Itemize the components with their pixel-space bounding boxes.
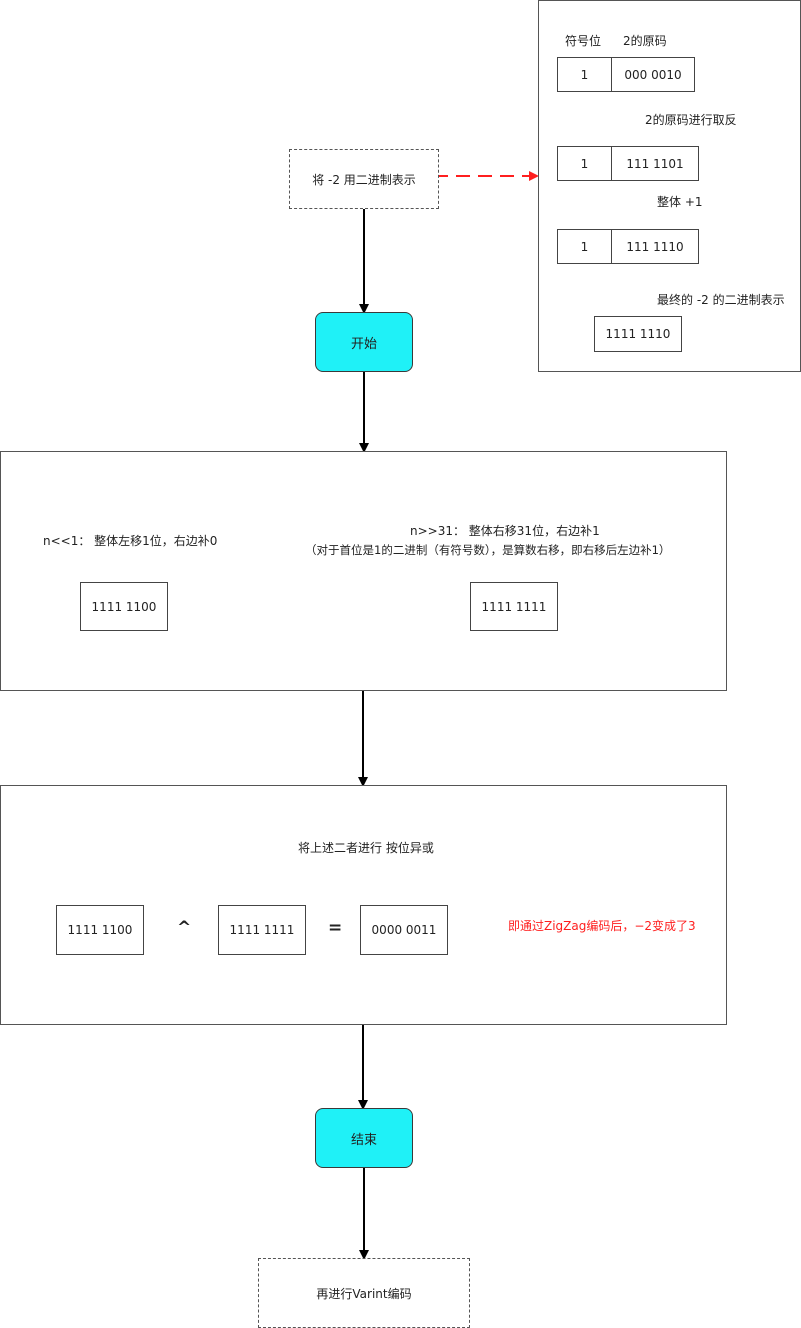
start-node-label: 将 -2 用二进制表示 <box>312 172 416 187</box>
xor-operand-a-cell: 1111 1100 <box>56 905 144 955</box>
zigzag-note: 即通过ZigZag编码后，−2变成了3 <box>508 919 696 933</box>
shift-panel <box>0 451 727 691</box>
xor-operand-b: 1111 1111 <box>229 923 295 937</box>
left-shift-caption: n<<1： 整体左移1位，右边补0 <box>43 534 218 548</box>
final-binary-value: 1111 1110 <box>605 327 671 341</box>
left-shift-value-cell: 1111 1100 <box>80 582 168 631</box>
row1-sign: 1 <box>580 67 589 82</box>
varint-node-label: 再进行Varint编码 <box>316 1286 412 1301</box>
xor-result-cell: 0000 0011 <box>360 905 448 955</box>
right-shift-caption-line2: （对于首位是1的二进制（有符号数），是算数右移，即右移后左边补1） <box>305 543 671 557</box>
equals-sign: = <box>328 918 343 938</box>
final-binary-cell: 1111 1110 <box>594 316 682 352</box>
left-shift-value: 1111 1100 <box>91 599 157 614</box>
xor-operator: ^ <box>177 918 192 938</box>
row3-value-cell: 111 1110 <box>611 229 699 264</box>
right-shift-value: 1111 1111 <box>481 599 547 614</box>
right-shift-caption-line1: n>>31： 整体右移31位，右边补1 <box>410 524 600 538</box>
row2-value: 111 1101 <box>626 156 684 171</box>
step2-label: 整体 +1 <box>657 195 703 209</box>
row1-sign-cell: 1 <box>557 57 612 92</box>
right-shift-value-cell: 1111 1111 <box>470 582 558 631</box>
header-sign-bit: 符号位 <box>565 34 602 48</box>
xor-result: 0000 0011 <box>371 923 437 937</box>
step1-label: 2的原码进行取反 <box>645 113 737 127</box>
row3-sign-cell: 1 <box>557 229 612 264</box>
row1-value-cell: 000 0010 <box>611 57 695 92</box>
row3-sign: 1 <box>580 239 589 254</box>
begin-terminal: 开始 <box>315 312 413 372</box>
header-original-code: 2的原码 <box>623 34 667 48</box>
end-label: 结束 <box>350 1132 377 1148</box>
step3-label: 最终的 -2 的二进制表示 <box>657 293 785 307</box>
row3-value: 111 1110 <box>626 239 684 254</box>
row2-value-cell: 111 1101 <box>611 146 699 181</box>
varint-node: 再进行Varint编码 <box>258 1258 470 1328</box>
start-node: 将 -2 用二进制表示 <box>289 149 439 209</box>
xor-operand-a: 1111 1100 <box>67 923 133 937</box>
end-terminal: 结束 <box>315 1108 413 1168</box>
row1-value: 000 0010 <box>624 67 682 82</box>
xor-caption: 将上述二者进行 按位异或 <box>298 841 434 855</box>
begin-label: 开始 <box>350 336 377 352</box>
xor-operand-b-cell: 1111 1111 <box>218 905 306 955</box>
row2-sign: 1 <box>580 156 589 171</box>
row2-sign-cell: 1 <box>557 146 612 181</box>
